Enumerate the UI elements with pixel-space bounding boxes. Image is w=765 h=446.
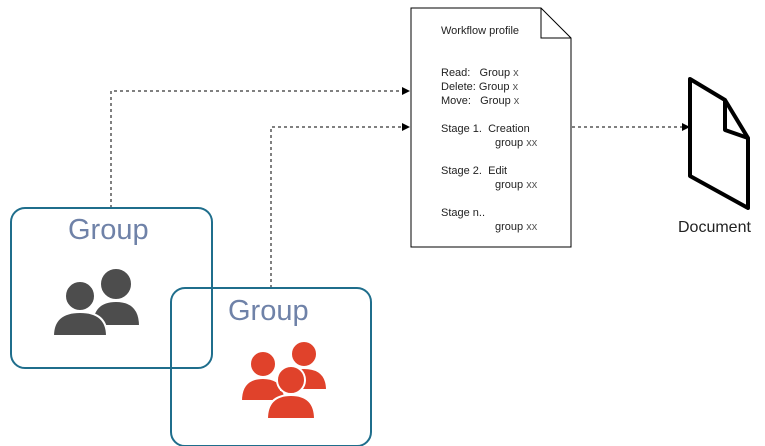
stage-n-group-suffix: xx — [526, 221, 538, 233]
workflow-profile-page — [410, 7, 572, 248]
connector-group2-to-profile — [270, 123, 410, 288]
stage-1-label: Stage 1. — [441, 123, 482, 135]
move-value: Group — [480, 95, 511, 107]
stage-n-group-value: group — [495, 221, 524, 233]
permission-delete: Delete: Group x — [441, 80, 518, 94]
document-icon — [688, 77, 750, 210]
connector-group1-to-profile — [110, 87, 410, 208]
stage-n-heading: Stage n.. — [441, 206, 485, 220]
permission-read: Read: Group x — [441, 66, 519, 80]
group-title-1: Group — [68, 214, 149, 246]
profile-title: Workflow profile — [441, 25, 520, 37]
delete-value: Group — [478, 81, 510, 93]
stage-n-group: group xx — [495, 220, 537, 234]
move-suffix: x — [513, 95, 520, 107]
delete-suffix: x — [512, 81, 519, 93]
stage-1-group-suffix: xx — [526, 137, 538, 149]
stage-2-group: group xx — [495, 178, 537, 192]
group-title-2: Group — [228, 295, 309, 327]
page-fold-corner — [540, 8, 571, 39]
move-label: Move: — [441, 95, 471, 107]
stage-1-group: group xx — [495, 136, 537, 150]
stage-1-heading: Stage 1. Creation — [441, 122, 530, 136]
document-label: Document — [678, 219, 751, 236]
users-icon — [51, 267, 142, 337]
stage-2-group-suffix: xx — [526, 179, 538, 191]
read-value: Group — [479, 67, 511, 79]
stage-1-group-value: group — [495, 137, 524, 149]
stage-2-heading: Stage 2. Edit — [441, 164, 507, 178]
stage-2-label: Stage 2. — [441, 165, 482, 177]
read-label: Read: — [441, 67, 471, 79]
read-suffix: x — [513, 67, 519, 79]
delete-label: Delete: — [441, 81, 476, 93]
group-box-2 — [170, 287, 372, 446]
stage-1-name: Creation — [488, 123, 530, 135]
permission-move: Move: Group x — [441, 94, 519, 108]
stage-2-group-value: group — [495, 179, 524, 191]
stage-n-label: Stage n.. — [441, 207, 486, 219]
users-group-icon — [239, 340, 329, 420]
stage-2-name: Edit — [488, 165, 508, 177]
